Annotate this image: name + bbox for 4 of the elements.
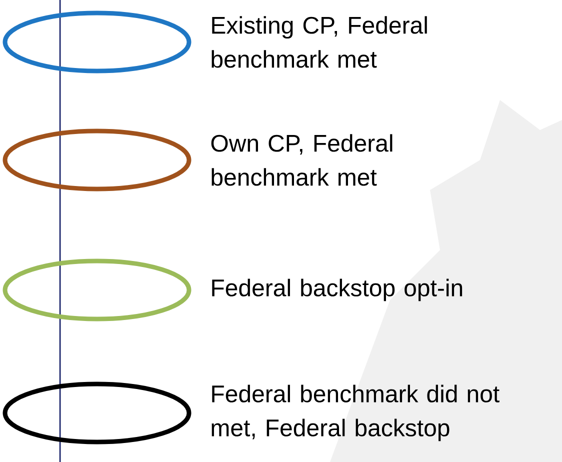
legend-label: Own CP, Federal benchmark met (211, 134, 392, 186)
legend-label: Federal benchmark did not met, Federal backstop (212, 384, 500, 442)
legend-label: Federal backstop opt-in (212, 278, 462, 302)
legend-label: Existing CP, Federal benchmark met (212, 16, 427, 68)
